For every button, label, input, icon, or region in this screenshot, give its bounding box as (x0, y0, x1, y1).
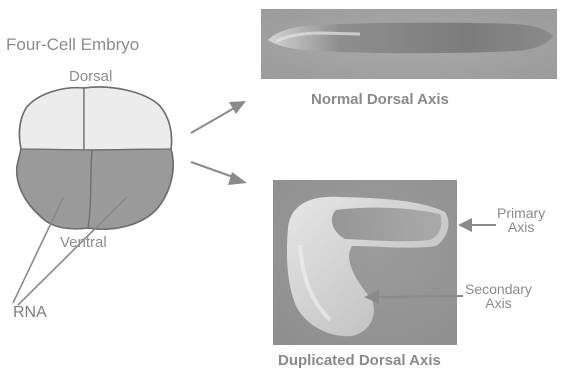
primary-axis-label: Primary Axis (497, 206, 545, 234)
normal-axis-caption: Normal Dorsal Axis (311, 92, 449, 107)
arrow-to-duplicated (191, 162, 247, 185)
primary-axis-arrow (458, 218, 496, 232)
dorsal-right-cell (84, 87, 172, 150)
secondary-axis-label-line2: Axis (465, 296, 532, 310)
four-cell-embryo (17, 87, 173, 229)
primary-axis-label-line2: Axis (497, 220, 545, 234)
duplicated-axis-caption: Duplicated Dorsal Axis (278, 353, 441, 368)
secondary-axis-label-line1: Secondary (465, 282, 532, 296)
arrow-to-normal (191, 101, 246, 133)
secondary-axis-label: Secondary Axis (465, 282, 532, 310)
duplicated-axis-image (273, 180, 457, 345)
rna-label: RNA (13, 305, 47, 321)
ventral-right-cell (88, 149, 173, 229)
ventral-label: Ventral (60, 235, 107, 250)
dorsal-left-cell (19, 88, 84, 150)
dorsal-label: Dorsal (69, 69, 112, 84)
normal-axis-image (261, 9, 557, 79)
figure-title: Four-Cell Embryo (6, 36, 139, 53)
primary-axis-label-line1: Primary (497, 206, 545, 220)
